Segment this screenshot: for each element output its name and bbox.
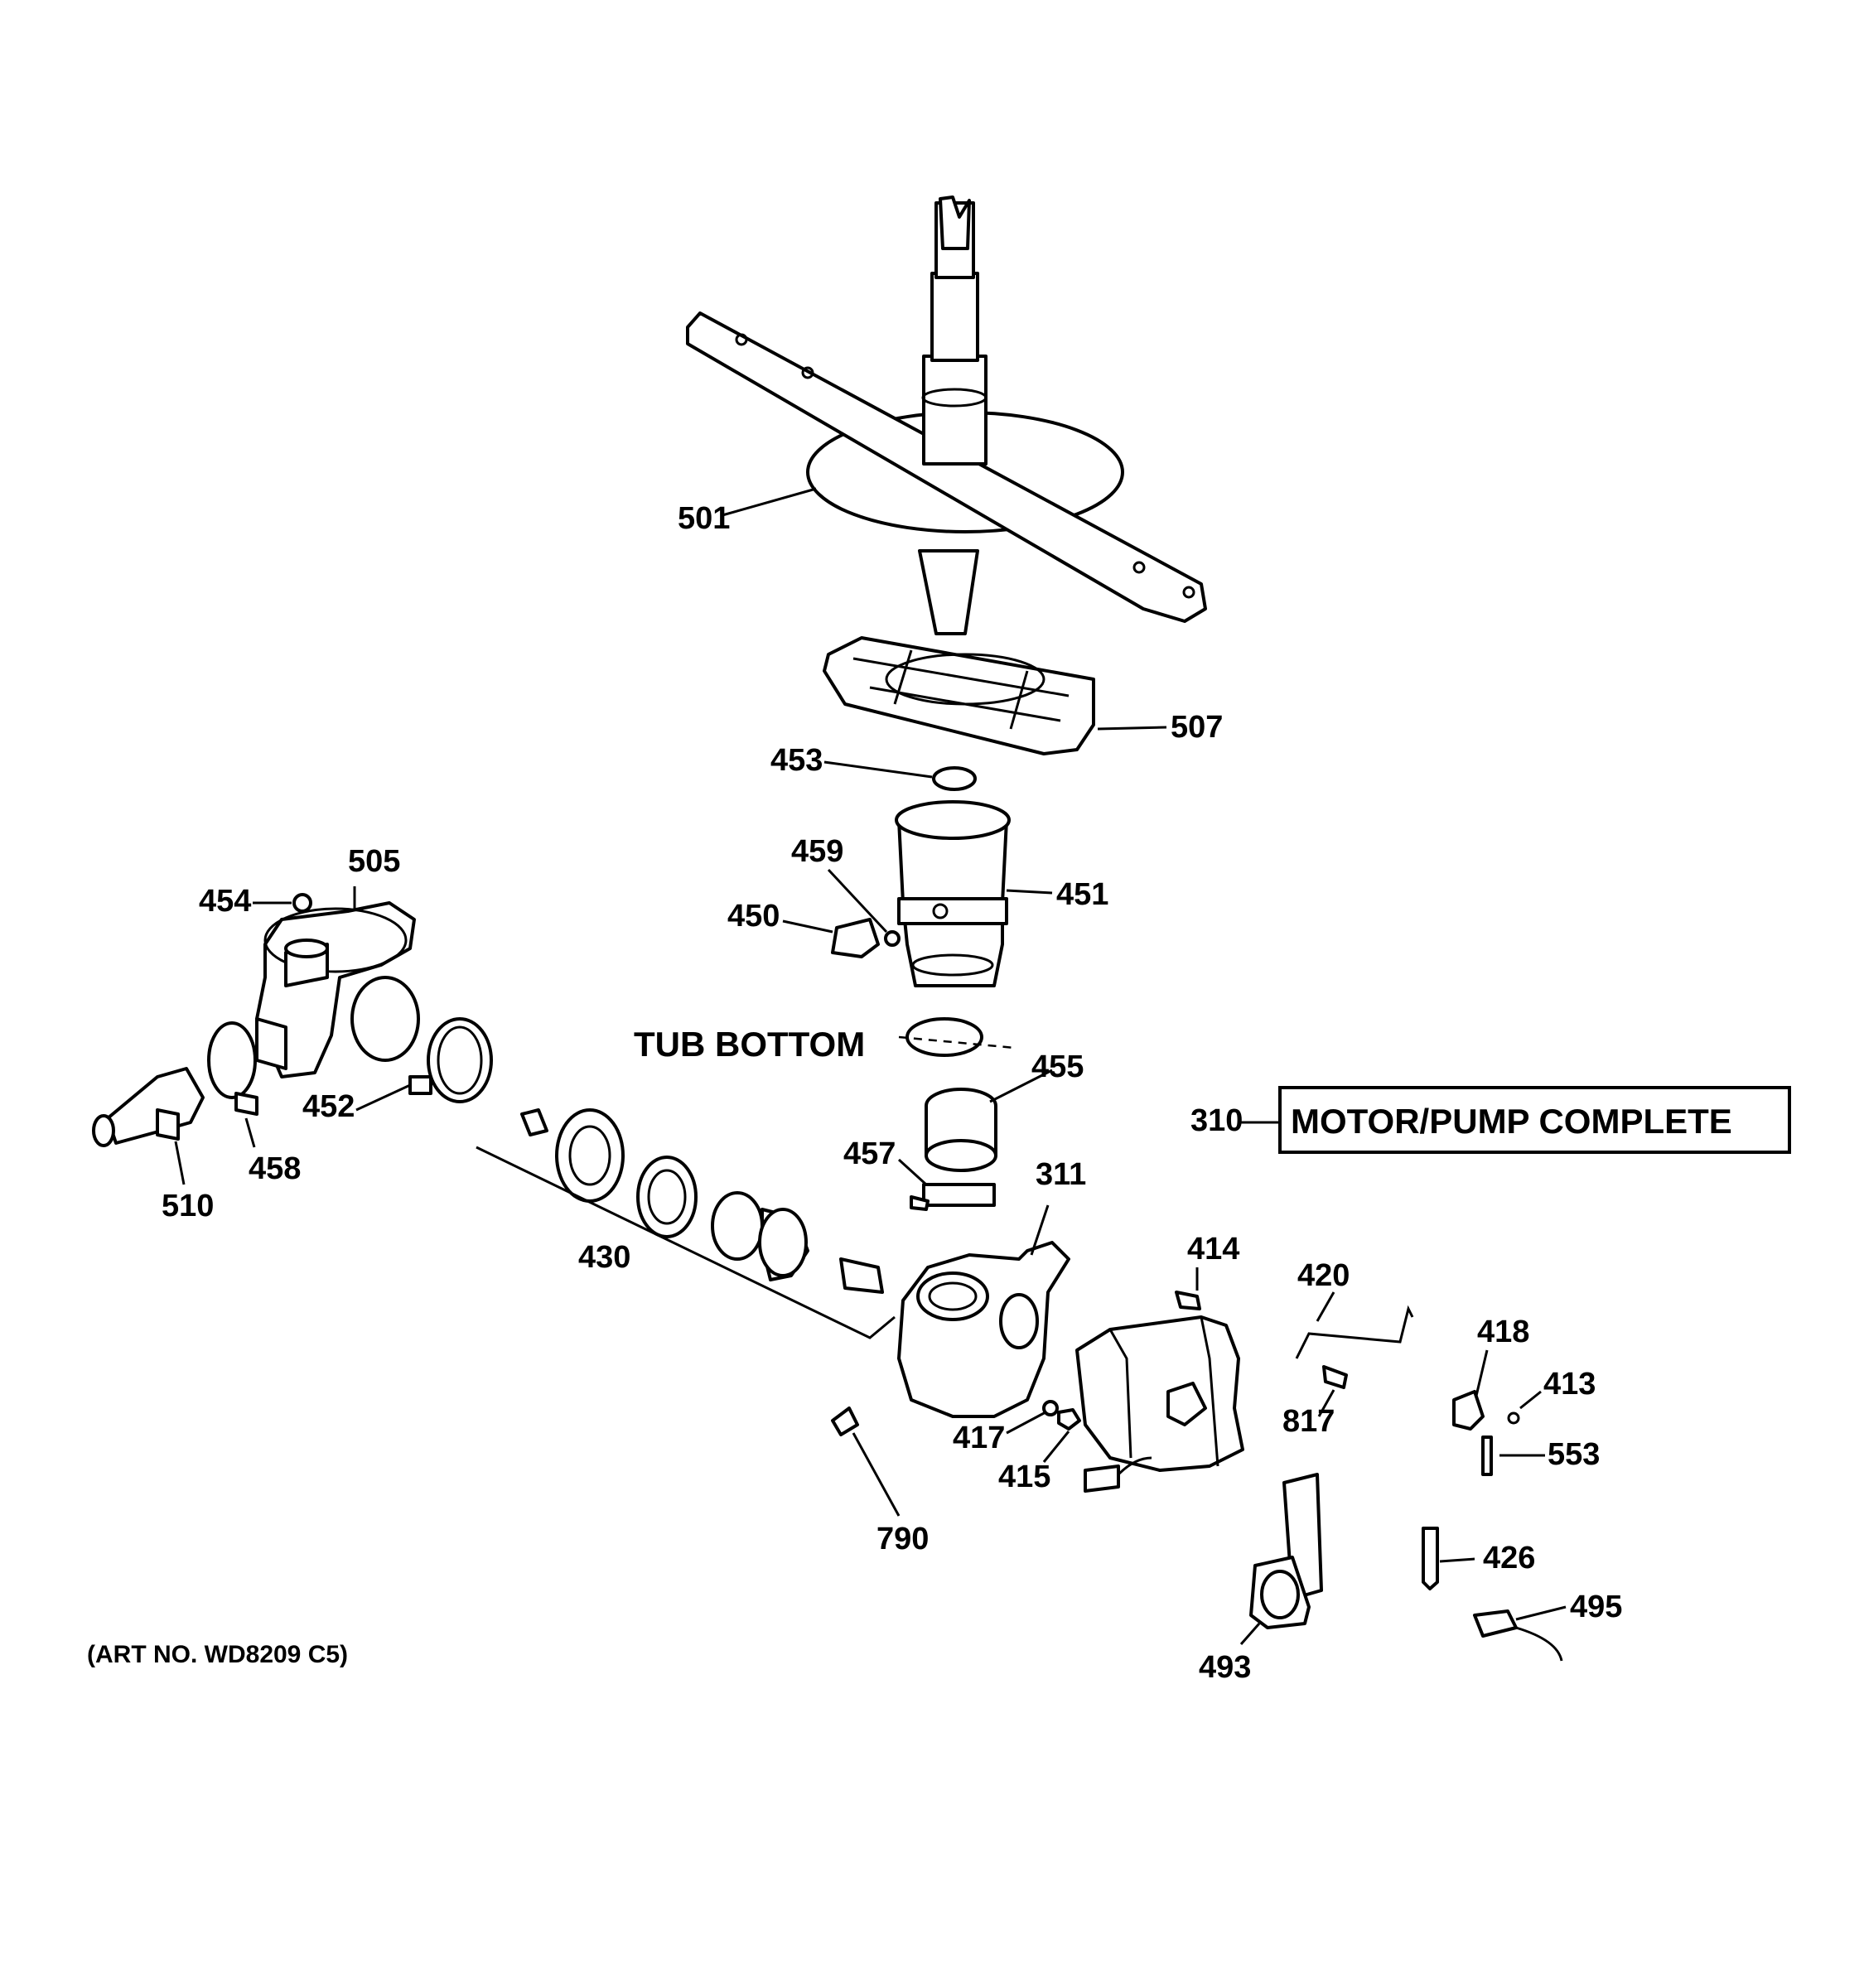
- callout-459: 459: [791, 834, 843, 869]
- callout-420: 420: [1297, 1258, 1350, 1293]
- motor-pump-complete-label: MOTOR/PUMP COMPLETE: [1291, 1102, 1732, 1141]
- part-414-screw: [1175, 1291, 1201, 1310]
- callout-510: 510: [162, 1189, 214, 1223]
- part-motor: [1075, 1315, 1244, 1493]
- callout-451: 451: [1056, 877, 1108, 912]
- callout-452: 452: [302, 1089, 355, 1124]
- part-426-sensor: [1422, 1527, 1439, 1590]
- callout-426: 426: [1483, 1541, 1535, 1575]
- motor-pump-complete-box: [1278, 1086, 1791, 1154]
- callout-430: 430: [578, 1240, 630, 1275]
- callout-450: 450: [727, 899, 780, 934]
- part-417-washer: [1042, 1400, 1059, 1416]
- callout-455: 455: [1031, 1049, 1084, 1084]
- part-457-clamp: [910, 1183, 996, 1211]
- callout-417: 417: [953, 1421, 1005, 1455]
- part-454-oring: [292, 893, 312, 913]
- part-311-pump-body: [897, 1241, 1070, 1418]
- callout-414: 414: [1187, 1232, 1239, 1267]
- part-451-housing: [895, 800, 1011, 987]
- callout-493: 493: [1199, 1650, 1251, 1685]
- callout-457: 457: [843, 1136, 896, 1171]
- callout-501: 501: [678, 501, 730, 536]
- part-tub-bottom-ring: [898, 1017, 1016, 1057]
- callout-553: 553: [1548, 1437, 1600, 1472]
- part-430-impeller-group: [476, 1108, 896, 1339]
- callout-418: 418: [1477, 1315, 1529, 1349]
- part-420-wire: [1295, 1305, 1414, 1359]
- part-413-clip: [1507, 1411, 1520, 1425]
- part-455-boot: [925, 1088, 997, 1172]
- callout-415: 415: [998, 1460, 1050, 1494]
- part-450-sensor: [831, 918, 880, 958]
- part-458-clamp: [207, 1021, 258, 1116]
- part-790-clip: [831, 1407, 859, 1436]
- callout-790: 790: [876, 1522, 929, 1556]
- part-418-bracket: [1452, 1390, 1485, 1431]
- callout-413: 413: [1543, 1367, 1596, 1402]
- callout-454: 454: [199, 884, 251, 919]
- part-452-clamp: [408, 1017, 493, 1103]
- callout-458: 458: [249, 1151, 301, 1186]
- callout-495: 495: [1570, 1590, 1622, 1624]
- part-453-oring: [932, 766, 977, 791]
- part-510-fitting: [92, 1067, 205, 1147]
- callout-311: 311: [1036, 1157, 1086, 1192]
- part-817-screw: [1322, 1365, 1348, 1389]
- callout-817: 817: [1282, 1404, 1335, 1439]
- part-501-spray-arm: [686, 195, 1207, 635]
- part-507-cover: [823, 636, 1095, 755]
- art-number: (ART NO. WD8209 C5): [87, 1641, 348, 1668]
- leader-lines: [174, 487, 1567, 1645]
- callout-507: 507: [1171, 710, 1223, 745]
- callout-505: 505: [348, 844, 400, 879]
- part-495-switch: [1473, 1609, 1563, 1662]
- tub-bottom-label: TUB BOTTOM: [634, 1025, 865, 1064]
- callout-453: 453: [770, 743, 823, 778]
- part-415-nut: [1057, 1408, 1081, 1431]
- part-493-solenoid: [1249, 1473, 1323, 1629]
- part-553-spring: [1481, 1436, 1493, 1476]
- callout-310: 310: [1190, 1103, 1243, 1138]
- part-505-sump: [255, 901, 420, 1078]
- part-459-screw: [884, 930, 901, 947]
